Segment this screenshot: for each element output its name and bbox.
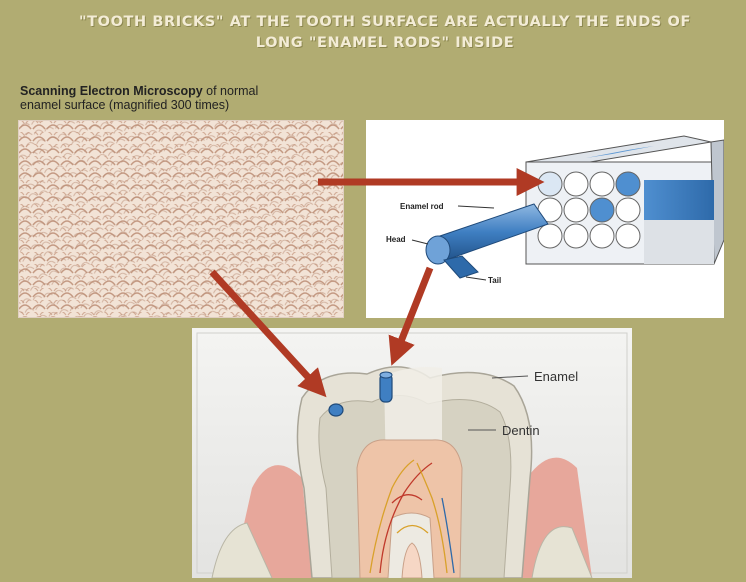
tooth-drawing: Enamel Dentin bbox=[192, 328, 632, 578]
rod-end-marker bbox=[329, 404, 343, 416]
label-head: Head bbox=[386, 235, 406, 244]
label-enamel: Enamel bbox=[534, 369, 578, 384]
enamel-rod-diagram: Enamel rod Head Tail bbox=[366, 120, 724, 318]
label-enamel-rod: Enamel rod bbox=[400, 202, 444, 211]
tooth-cross-section: Enamel Dentin bbox=[192, 328, 632, 578]
enamel-block-drawing: Enamel rod Head Tail bbox=[366, 120, 724, 318]
caption-line-2: enamel surface (magnified 300 times) bbox=[20, 98, 229, 112]
sem-micrograph-image bbox=[18, 120, 344, 318]
caption-rest: of normal bbox=[203, 84, 259, 98]
sem-texture bbox=[18, 120, 344, 318]
title-line-1: "TOOTH BRICKS" AT THE TOOTH SURFACE ARE … bbox=[70, 12, 700, 33]
caption-bold: Scanning Electron Microscopy bbox=[20, 84, 203, 98]
title-line-2: LONG "ENAMEL RODS" INSIDE bbox=[70, 33, 700, 54]
page-title: "TOOTH BRICKS" AT THE TOOTH SURFACE ARE … bbox=[70, 12, 700, 54]
label-dentin: Dentin bbox=[502, 423, 540, 438]
sem-caption: Scanning Electron Microscopy of normal e… bbox=[20, 84, 350, 112]
label-tail: Tail bbox=[488, 276, 501, 285]
